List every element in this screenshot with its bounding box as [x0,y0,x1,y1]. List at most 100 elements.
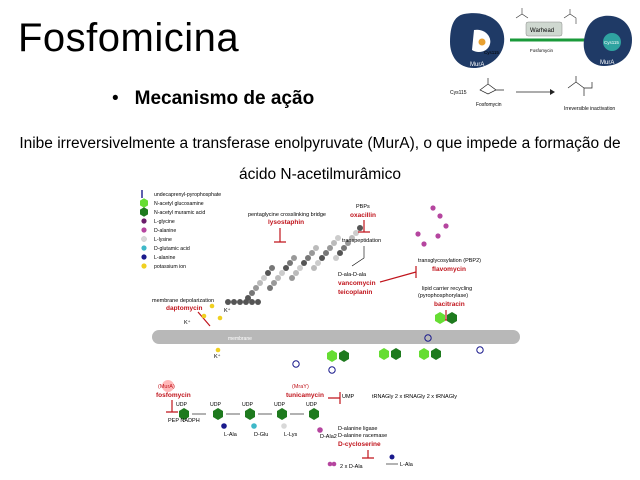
description-line-2: ácido N-acetilmurâmico [239,166,401,183]
two-d-ala-label: 2 x D-Ala [340,464,364,470]
legend-swatch [141,263,147,269]
ligase-label: D-alanine ligase [338,426,377,432]
membrane-label: membrane [228,336,252,342]
pep-label: PEP NADPH [168,418,200,424]
k-ion-label-3: K⁺ [214,353,221,360]
warhead-label: Warhead [530,28,554,34]
mura-right-pocket [603,33,621,51]
fosfomycin-label: fosfomycin [156,392,191,399]
transpeptidation-label: transpeptidation [342,238,381,244]
warhead-box [525,21,563,37]
oxacillin-label: oxacillin [350,212,376,219]
tunicamycin-label: tunicamycin [286,392,324,399]
udp-label: UDP [274,402,285,408]
lattice-residue [335,235,341,241]
legend-label: L-lysine [154,237,172,243]
lattice-residue [345,240,351,246]
lattice-residue [333,255,339,261]
lattice-residue [275,275,281,281]
mura-left-label: MurA [470,62,484,68]
cys-left-marker [478,38,486,46]
glycine-bridge-dot [421,241,427,247]
legend-label: N-acetyl glucosamine [154,201,204,207]
lattice-residue [337,250,343,256]
flavomycin-label: flavomycin [432,266,466,273]
murnac-unit [339,350,349,362]
lattice-residue [237,299,243,305]
cys-right-label: Cys115 [604,40,619,45]
lattice-residue [279,270,285,276]
murnac-unit [447,312,457,324]
lattice-residue [271,280,277,286]
lattice-residue [319,255,325,261]
legend-swatch [141,218,147,224]
slide-title: Fosfomicina [18,16,240,60]
glycine-bridge-dot [443,223,449,229]
lattice-residue [323,250,329,256]
mura-label: (MurA) [158,384,175,390]
legend-swatch [141,227,147,233]
udp-label: UDP [176,402,187,408]
amino-acid-dot [221,423,227,429]
lattice-residue [249,299,255,305]
description-paragraph: Inibe irreversivelmente a transferase en… [0,128,640,190]
lattice-residue [327,245,333,251]
lattice-residue [353,230,359,236]
udp-murnac-unit [213,408,223,420]
glycine-bridge-dot [415,231,421,237]
lipid-carrier [292,360,300,368]
product-structure [567,76,593,96]
glcnac-unit [379,348,389,360]
glcnac-unit [435,312,445,324]
legend-swatch [141,254,147,260]
glcnac-unit [419,348,429,360]
lattice-residue [243,299,249,305]
lattice-residue [331,240,337,246]
lattice-residue [301,260,307,266]
legend-label: potassium ion [154,264,186,270]
transglycosylation-label: transglycosylation (PBP2) [418,258,481,264]
legend-swatch [141,245,147,251]
warhead-struct-right [563,9,577,24]
mura-highlight-glow [162,380,174,392]
fosfomycin-top-label: Fosfomycin [530,48,554,53]
l-alanine-dot [389,454,395,460]
cycloserine-label: D-cycloserine [338,441,381,448]
cys-bottom-label: Cys115 [450,90,467,96]
lattice-residue [341,245,347,251]
l-ala-label: L-Ala [224,432,238,438]
cys-left-label: Cys115 [484,50,499,55]
depolarization-label: membrane depolarization [152,298,214,304]
murnac-unit [391,348,401,360]
lattice-residue [305,255,311,261]
lattice-residue [225,299,231,305]
lattice-residue [357,225,363,231]
glycine-bridge-dot [435,233,441,239]
lattice-residue [315,260,321,266]
warhead-struct-left [515,8,529,19]
d-glu-label: D-Glu [254,432,268,438]
cell-membrane [152,330,520,344]
lattice-residue [231,299,237,305]
crosslink-label: pentaglycine crosslinking bridge [248,212,326,218]
cycloserine-inhibitor [362,450,374,459]
bullet-text: Mecanismo de ação [134,88,315,109]
lattice-residue [269,265,275,271]
oxacillin-inhibitor [358,220,370,233]
d-alanine-dot [327,461,333,467]
legend-label: D-alanine [154,228,176,234]
lattice-residue [313,245,319,251]
legend-swatch [140,207,148,217]
l-ala-bottom-label: L-Ala [400,462,414,468]
lipid-carrier [476,346,484,354]
membrane-lipid-units [292,312,484,374]
legend-label: L-glycine [154,219,175,225]
pyrophosphorylase-label: (pyrophosphorylase) [418,293,468,299]
trna-label: tRNAGly 2 x tRNAGly 2 x tRNAGly [372,394,457,400]
lattice-residue [287,260,293,266]
lysostaphin-inhibitor [274,228,286,243]
potassium-ion-dot [215,347,221,353]
